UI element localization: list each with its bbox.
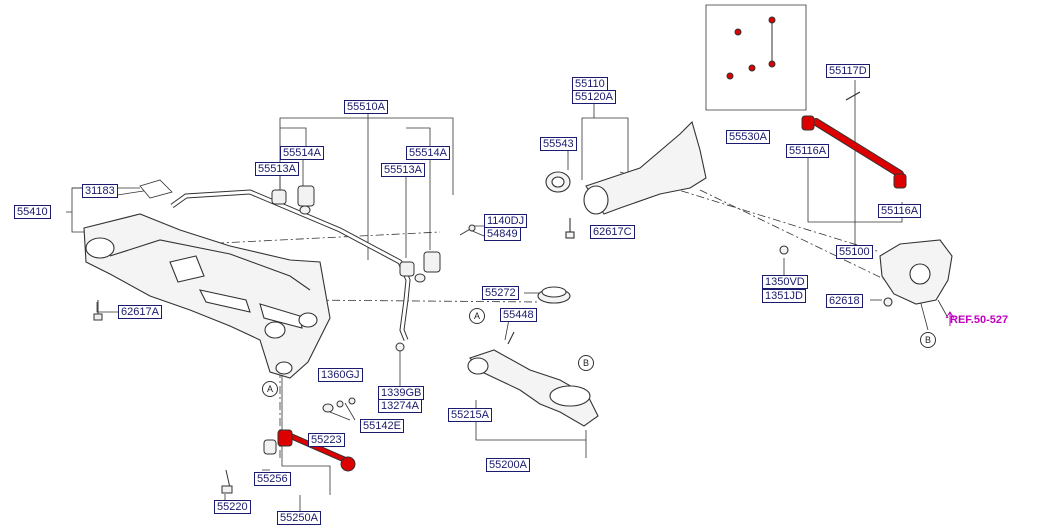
label-55514A-right[interactable]: 55514A bbox=[406, 146, 450, 160]
subframe-crossmember bbox=[83, 213, 331, 379]
small-parts-lower bbox=[221, 397, 356, 494]
label-55513A-right[interactable]: 55513A bbox=[381, 163, 425, 177]
lower-control-arm-55200A bbox=[467, 286, 599, 427]
label-13274A[interactable]: 13274A bbox=[378, 399, 422, 413]
label-1339GB[interactable]: 1339GB bbox=[378, 386, 425, 400]
label-55272[interactable]: 55272 bbox=[482, 286, 519, 300]
label-62617A[interactable]: 62617A bbox=[118, 305, 162, 319]
stabilizer-link-55530A bbox=[726, 16, 776, 80]
label-55510A[interactable]: 55510A bbox=[344, 100, 388, 114]
label-55530A[interactable]: 55530A bbox=[726, 130, 770, 144]
label-55448[interactable]: 55448 bbox=[500, 308, 537, 322]
label-55256[interactable]: 55256 bbox=[254, 472, 291, 486]
lower-arm-55250A bbox=[263, 429, 356, 472]
stabilizer-bushings bbox=[271, 185, 441, 352]
marker-a-frame: A bbox=[262, 381, 278, 397]
marker-a-arm: A bbox=[469, 308, 485, 324]
label-1350VD[interactable]: 1350VD bbox=[762, 275, 808, 289]
trailing-arm-55110 bbox=[545, 120, 707, 239]
knuckle bbox=[779, 239, 953, 307]
label-55100[interactable]: 55100 bbox=[836, 245, 873, 259]
label-62618[interactable]: 62618 bbox=[826, 294, 863, 308]
label-1140DJ[interactable]: 1140DJ bbox=[484, 214, 528, 228]
label-55220[interactable]: 55220 bbox=[214, 500, 251, 514]
label-31183[interactable]: 31183 bbox=[82, 184, 118, 198]
bolt-62617A bbox=[93, 300, 103, 321]
label-55514A-left[interactable]: 55514A bbox=[280, 146, 324, 160]
label-62617C[interactable]: 62617C bbox=[590, 225, 635, 239]
label-55116A-bottom[interactable]: 55116A bbox=[878, 204, 922, 218]
label-55410[interactable]: 55410 bbox=[14, 205, 51, 219]
upper-link-55117D bbox=[801, 91, 907, 189]
reference-link[interactable]: REF.50-527 bbox=[950, 314, 1009, 326]
label-1351JD[interactable]: 1351JD bbox=[762, 289, 806, 303]
label-54849[interactable]: 54849 bbox=[484, 227, 521, 241]
label-55110[interactable]: 55110 bbox=[572, 77, 608, 91]
label-55120A[interactable]: 55120A bbox=[572, 90, 616, 104]
label-55543[interactable]: 55543 bbox=[540, 137, 577, 151]
label-55116A-top[interactable]: 55116A bbox=[786, 144, 830, 158]
label-55250A[interactable]: 55250A bbox=[277, 511, 321, 525]
label-55142E[interactable]: 55142E bbox=[360, 419, 404, 433]
bolt-1140DJ bbox=[459, 224, 476, 236]
marker-b-arm: B bbox=[578, 355, 594, 371]
label-55117D[interactable]: 55117D bbox=[826, 64, 870, 78]
label-1360GJ[interactable]: 1360GJ bbox=[318, 368, 363, 382]
marker-b-knuckle: B bbox=[920, 332, 936, 348]
label-55513A-left[interactable]: 55513A bbox=[255, 162, 299, 176]
label-55223[interactable]: 55223 bbox=[308, 433, 345, 447]
label-55200A[interactable]: 55200A bbox=[486, 458, 530, 472]
label-55215A[interactable]: 55215A bbox=[448, 408, 492, 422]
plate-31183 bbox=[139, 179, 173, 199]
